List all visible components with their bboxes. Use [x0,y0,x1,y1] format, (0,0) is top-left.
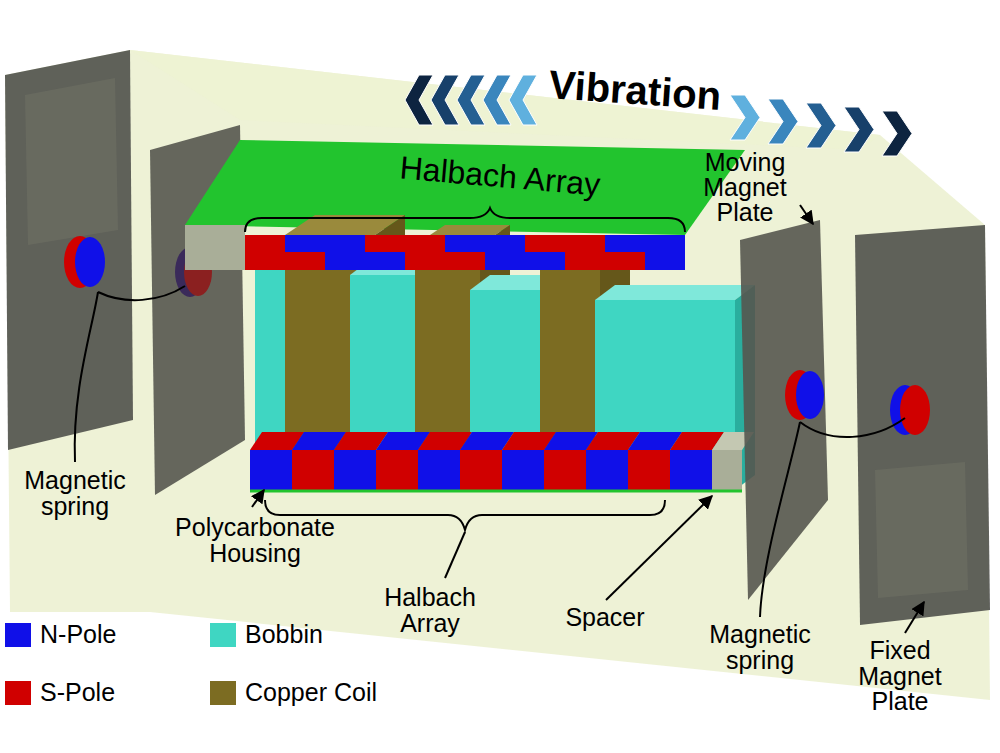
leader-lines [75,205,924,633]
moving-magnet-plate-right [740,220,828,600]
legend-swatch [210,681,236,705]
plate-face [855,225,990,625]
brace [245,208,685,232]
leader-line [252,490,264,507]
part-label: Magnetic spring [690,622,830,673]
leader-line [98,286,185,300]
leader-line [75,292,98,462]
spring-magnet-n [75,237,105,287]
part-label: Halbach Array [375,585,485,636]
halbach-array-top [245,235,685,270]
fixed-magnet-plate-right [855,225,990,625]
legend-text: N-Pole [40,620,116,649]
part-label: Polycarbonate Housing [150,515,360,566]
spring-magnet-n [796,371,824,419]
leader-line [800,205,813,224]
housing-top [130,50,880,150]
legend-entry: N-Pole [5,620,116,649]
leader-line [606,496,712,600]
plate-face [5,50,133,450]
legend-swatch [210,623,236,647]
legend-text: Copper Coil [245,678,377,707]
legend-text: S-Pole [40,678,115,707]
spacer [185,225,245,270]
halbach-array-bottom [250,432,754,491]
plate-panel [25,78,118,245]
part-label: Moving Magnet Plate [690,150,800,225]
coil-assembly [255,215,755,490]
housing-body [5,50,990,700]
leader-line [445,532,465,578]
plate-face [740,220,828,600]
fixed-magnet-plate-left [5,50,133,450]
legend-swatch [5,623,31,647]
legend-entry: Copper Coil [210,678,377,707]
part-label: Spacer [560,605,650,631]
part-label: Fixed Magnet Plate [840,638,960,715]
legend-swatch [5,681,31,705]
top-plate [185,140,745,235]
leader-line [800,418,905,437]
legend-text: Bobbin [245,620,323,649]
leader-line [760,422,800,617]
legend-entry: S-Pole [5,678,115,707]
part-label: Magnetic spring [5,468,145,519]
spring-magnet-s [900,385,930,435]
plate-panel [875,462,968,598]
leader-line [905,602,924,633]
legend-entry: Bobbin [210,620,323,649]
